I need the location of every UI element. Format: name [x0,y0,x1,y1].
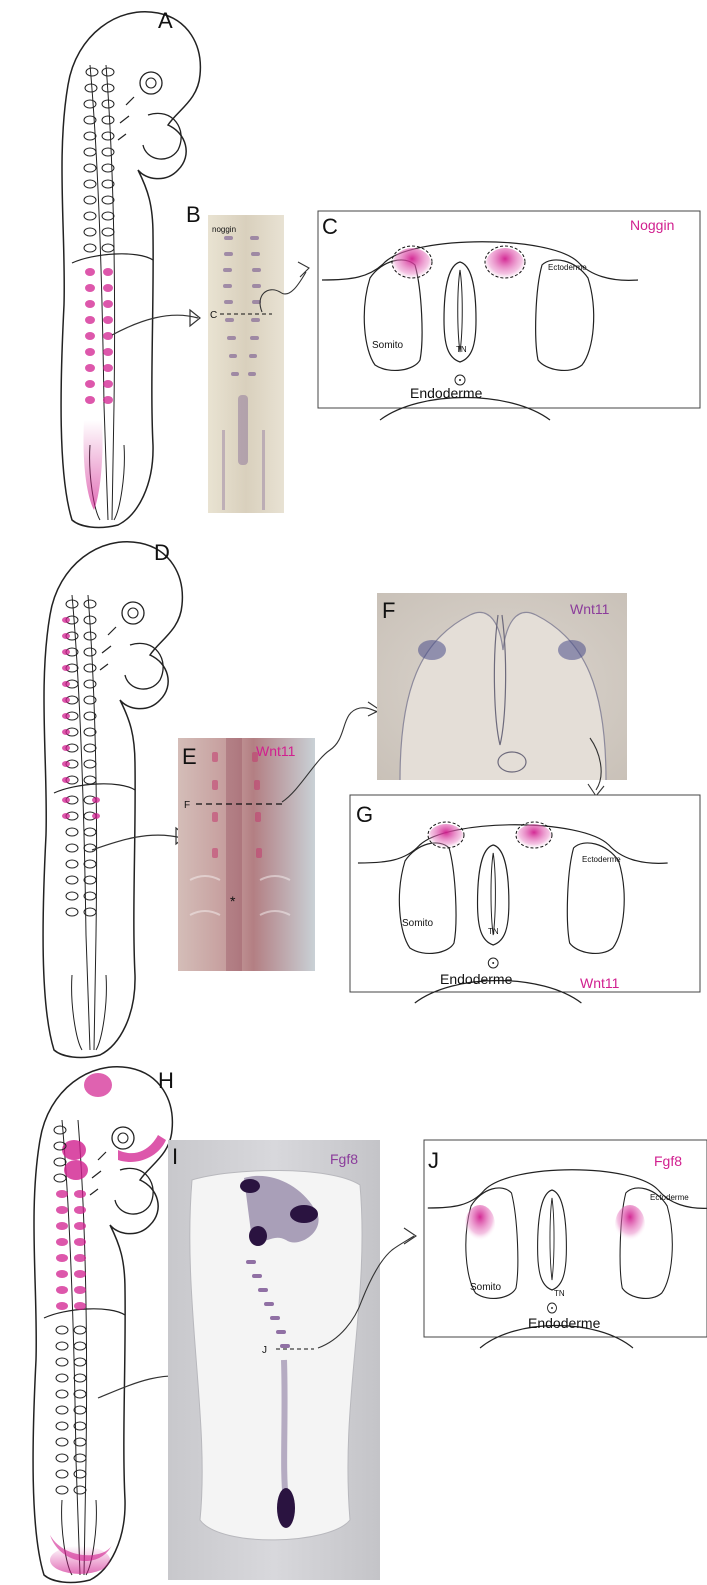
panel-label-b: B [186,202,201,227]
panel-label-j: J [428,1148,439,1173]
panel-c-section [318,211,700,420]
endoderm-label-j: Endoderme [528,1315,601,1331]
ectoderm-label-g: Ectoderme [582,855,621,864]
panel-label-i: I [172,1144,178,1169]
neural-tube-label-c: TN [456,345,467,354]
somite-label-c: Somito [372,340,404,351]
gene-label-e: Wnt11 [256,743,296,759]
neural-tube-label-j: TN [554,1289,565,1298]
gene-label-j: Fgf8 [654,1153,682,1169]
gene-label-b: noggin [212,225,236,234]
section-mark-j: J [262,1345,267,1356]
somite-label-j: Somito [470,1282,502,1293]
somite-label-g: Somito [402,918,434,929]
endoderm-label-c: Endoderme [410,385,483,401]
panel-a-embryo [61,12,200,528]
panel-label-h: H [158,1068,174,1093]
panel-i-photo [168,1140,416,1580]
gene-label-c: Noggin [630,217,674,233]
ectoderm-label-j: Ectoderme [650,1193,689,1202]
endoderm-label-g: Endoderme [440,971,513,987]
gene-label-g: Wnt11 [580,975,620,991]
noggin-expression-a [83,268,113,510]
section-mark-f: F [184,800,190,811]
asterisk-e: * [230,893,236,909]
panel-label-e: E [182,744,197,769]
ectoderm-label-c: Ectoderme [548,263,587,272]
arrowhead-b [298,262,309,277]
arrow-d-to-e [92,835,182,850]
panel-label-f: F [382,598,395,623]
gene-label-i: Fgf8 [330,1151,358,1167]
section-mark-c: C [210,310,217,321]
panel-label-d: D [154,540,170,565]
panel-d-embryo [43,542,186,1058]
panel-label-g: G [356,802,373,827]
panel-g-section [350,795,700,1003]
panel-label-c: C [322,214,338,239]
neural-tube-label-g: TN [488,927,499,936]
arrowhead-a [190,310,200,326]
panel-f-photo [377,593,627,796]
panel-b-photo [208,215,309,513]
arrow-a-to-b [112,315,198,335]
panel-label-a: A [158,8,173,33]
gene-label-f: Wnt11 [570,601,610,617]
